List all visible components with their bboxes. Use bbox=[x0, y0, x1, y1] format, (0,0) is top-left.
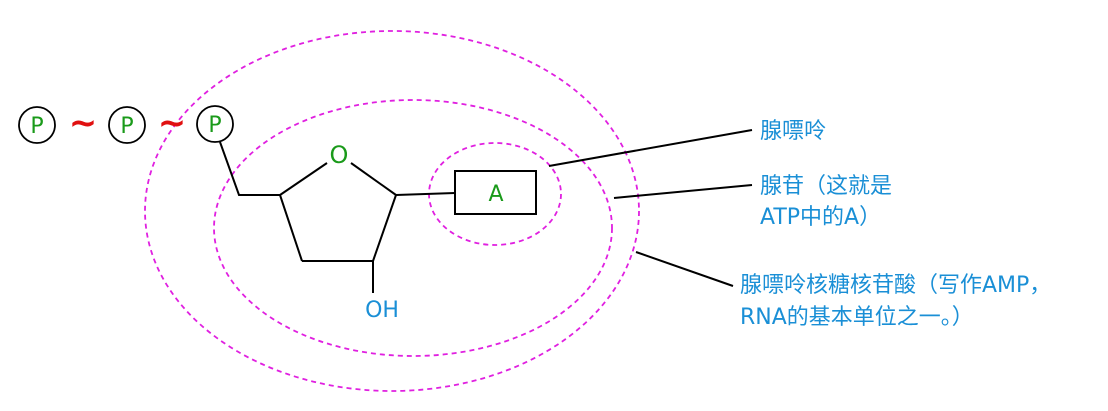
ring-oxygen: O bbox=[330, 141, 349, 169]
amp-boundary-ellipse bbox=[144, 30, 640, 392]
ring-bond-right-bottom bbox=[372, 194, 397, 262]
ring-bond-left-top bbox=[279, 162, 328, 196]
adenosine-boundary-ellipse bbox=[213, 99, 613, 357]
ring-bond-top-right bbox=[350, 162, 397, 196]
amp-annotation-line1: 腺嘌呤核糖核苷酸（写作AMP， bbox=[740, 273, 1051, 298]
phosphate-2-label: P bbox=[120, 114, 133, 139]
phosphate-1-label: P bbox=[30, 114, 43, 139]
adenine-box bbox=[454, 170, 537, 215]
phosphate-sugar-bond bbox=[219, 141, 280, 196]
adenine-box-label: A bbox=[488, 182, 503, 207]
high-energy-bond-1: ~ bbox=[69, 103, 98, 143]
ring-bond-bottom-left bbox=[279, 194, 303, 262]
phosphate-3: P bbox=[196, 105, 234, 143]
phosphate-1: P bbox=[18, 106, 56, 144]
high-energy-bond-2: ~ bbox=[158, 103, 187, 143]
phosphate-3-label: P bbox=[208, 113, 221, 138]
amp-annotation-line2: RNA的基本单位之一。） bbox=[740, 305, 974, 330]
adenine-annotation: 腺嘌呤 bbox=[760, 119, 826, 144]
amp-leader-line bbox=[635, 251, 734, 287]
adenine-leader-line bbox=[548, 129, 753, 167]
adenosine-annotation-line2: ATP中的A） bbox=[760, 205, 881, 230]
sugar-base-bond bbox=[395, 192, 456, 196]
hydroxyl-label: OH bbox=[365, 298, 399, 323]
adenosine-leader-line bbox=[613, 184, 753, 199]
phosphate-2: P bbox=[108, 106, 146, 144]
adenosine-annotation-line1: 腺苷（这就是 bbox=[760, 174, 892, 199]
